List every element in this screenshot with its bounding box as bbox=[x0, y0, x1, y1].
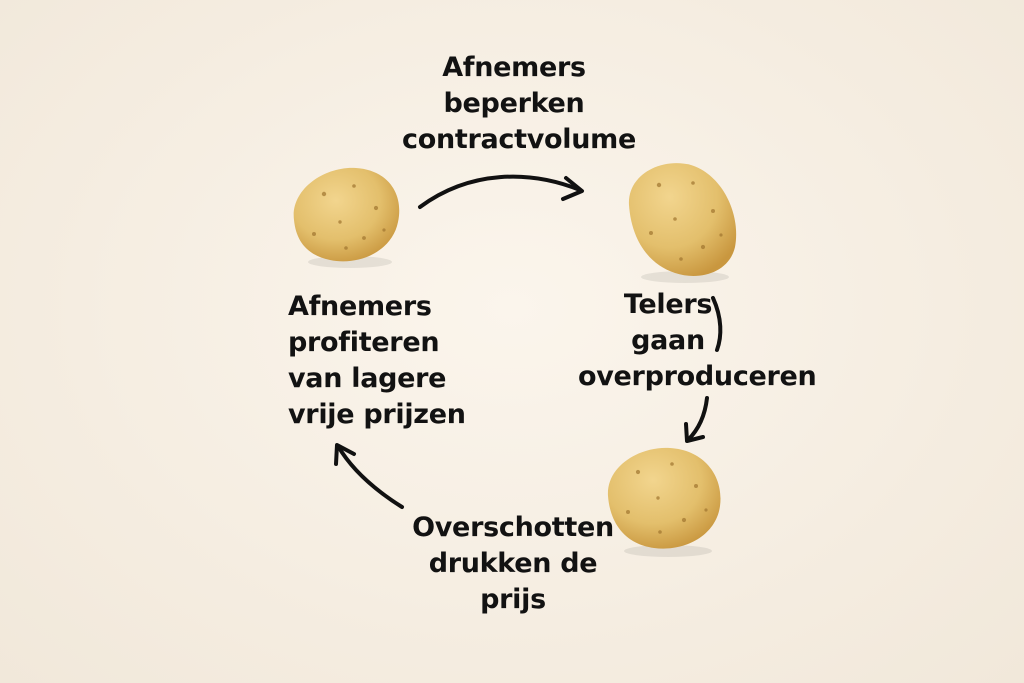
step-label-line: prijs bbox=[480, 584, 546, 615]
step-label-line: vrije prijzen bbox=[288, 399, 466, 430]
arrow-right bbox=[684, 296, 723, 443]
step-label-bottom: Overschotten drukken de prijs bbox=[408, 510, 618, 618]
potato-icon bbox=[628, 163, 737, 283]
step-label-top: Afnemers beperken contractvolume bbox=[402, 50, 637, 158]
step-label-line: Telers bbox=[623, 289, 713, 320]
step-label-line: overproduceren bbox=[578, 361, 817, 392]
potato-icon bbox=[293, 167, 400, 268]
arrow-top bbox=[418, 174, 584, 209]
step-label-line: gaan bbox=[631, 325, 705, 356]
step-label-line: contractvolume bbox=[402, 124, 637, 155]
step-label-line: Afnemers bbox=[442, 52, 586, 83]
step-label-left: Afnemers profiteren van lagere vrije pri… bbox=[288, 289, 466, 433]
step-label-line: Afnemers bbox=[288, 291, 432, 322]
arrow-left bbox=[334, 443, 404, 509]
step-label-line: beperken bbox=[443, 88, 585, 119]
step-label-line: drukken de bbox=[428, 548, 598, 579]
step-label-right: Telers gaan overproduceren bbox=[578, 287, 817, 395]
step-label-line: Overschotten bbox=[412, 512, 614, 543]
step-label-line: profiteren bbox=[288, 327, 440, 358]
step-label-line: van lagere bbox=[288, 363, 447, 394]
potato-icon bbox=[607, 447, 721, 557]
